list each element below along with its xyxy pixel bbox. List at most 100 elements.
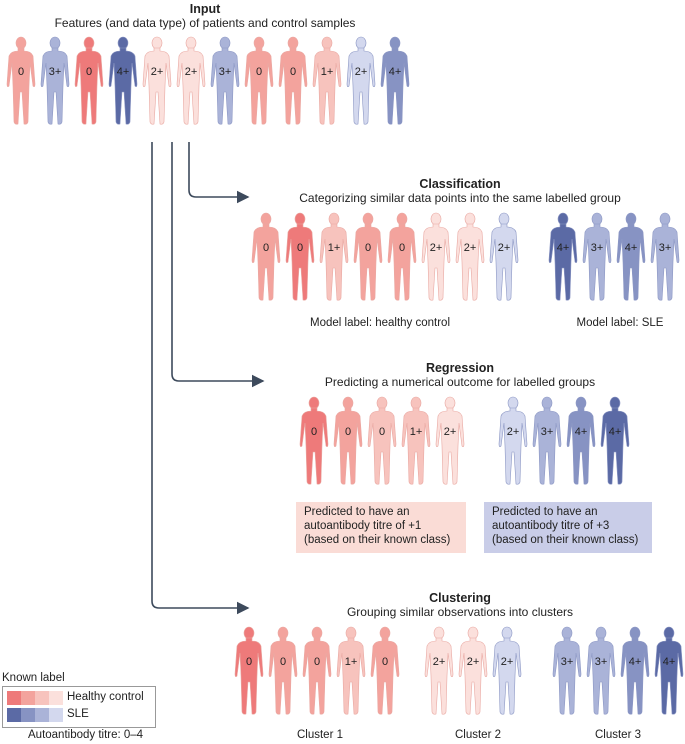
person-figure-icon [6,36,36,125]
input-people-person-3: 0 [74,36,104,126]
titre-label: 0 [310,426,318,438]
person-figure-icon [401,396,431,485]
cluster3-caption: Cluster 3 [594,729,642,741]
arrow-to-classification [188,142,250,204]
titre-label: 2+ [150,66,164,78]
classification-healthy-people-person-2: 0 [285,212,315,302]
titre-label: 2+ [500,656,514,668]
titre-label: 2+ [432,656,446,668]
classification-sle-people-person-1: 4+ [548,212,578,302]
clustering-title: Clustering [429,591,491,605]
input-people-person-8: 0 [244,36,274,126]
titre-label: 3+ [218,66,232,78]
person-figure-icon [319,212,349,301]
titre-label: 0 [245,656,253,668]
classification-sle-people-person-3: 4+ [616,212,646,302]
person-figure-icon [586,626,616,715]
person-figure-icon [278,36,308,125]
person-figure-icon [552,626,582,715]
person-figure-icon [336,626,366,715]
person-figure-icon [353,212,383,301]
regression-sle-box-line-2: autoantibody titre of +3 [492,520,610,532]
clustering-cluster1-people-person-2: 0 [268,626,298,716]
titre-label: 0 [398,242,406,254]
titre-label: 1+ [320,66,334,78]
regression-healthy-people-person-2: 0 [333,396,363,486]
legend-sle-swatch-3 [35,708,49,722]
titre-label: 0 [85,66,93,78]
regression-sle-people-person-1: 2+ [498,396,528,486]
legend-sle-swatch-2 [21,708,35,722]
clustering-subtitle: Grouping similar observations into clust… [346,605,574,619]
titre-label: 2+ [463,242,477,254]
person-figure-icon [299,396,329,485]
input-people-person-1: 0 [6,36,36,126]
person-figure-icon [176,36,206,125]
cluster1-caption: Cluster 1 [296,729,344,741]
titre-label: 2+ [506,426,520,438]
person-figure-icon [234,626,264,715]
titre-label: 3+ [540,426,554,438]
titre-label: 0 [344,426,352,438]
titre-label: 4+ [388,66,402,78]
person-figure-icon [367,396,397,485]
person-figure-icon [492,626,522,715]
regression-title: Regression [425,361,495,375]
regression-sle-box-line-1: Predicted to have an [492,506,598,518]
regression-healthy-box-line-1: Predicted to have an [304,506,410,518]
input-people-person-6: 2+ [176,36,206,126]
person-figure-icon [40,36,70,125]
titre-label: 0 [289,66,297,78]
person-figure-icon [616,212,646,301]
titre-label: 4+ [624,242,638,254]
classification-healthy-people-person-8: 2+ [489,212,519,302]
person-figure-icon [566,396,596,485]
cluster2-caption: Cluster 2 [454,729,502,741]
input-title: Input [189,2,221,16]
titre-label: 3+ [560,656,574,668]
person-figure-icon [346,36,376,125]
person-figure-icon [244,36,274,125]
titre-label: 1+ [327,242,341,254]
person-figure-icon [333,396,363,485]
input-people-person-9: 0 [278,36,308,126]
titre-label: 0 [381,656,389,668]
regression-healthy-box: Predicted to have an autoantibody titre … [296,502,466,553]
input-people-person-4: 4+ [108,36,138,126]
clustering-cluster3-people-person-1: 3+ [552,626,582,716]
titre-label: 2+ [354,66,368,78]
person-figure-icon [74,36,104,125]
titre-label: 2+ [466,656,480,668]
titre-label: 3+ [658,242,672,254]
person-figure-icon [312,36,342,125]
person-figure-icon [435,396,465,485]
regression-healthy-people-person-3: 0 [367,396,397,486]
classification-healthy-caption: Model label: healthy control [310,317,450,329]
titre-label: 4+ [608,426,622,438]
regression-healthy-people-person-1: 0 [299,396,329,486]
regression-healthy-people-person-5: 2+ [435,396,465,486]
classification-healthy-people-person-4: 0 [353,212,383,302]
titre-label: 0 [313,656,321,668]
person-figure-icon [142,36,172,125]
person-figure-icon [210,36,240,125]
regression-healthy-box-line-3: (based on their known class) [304,534,451,546]
person-figure-icon [654,626,684,715]
regression-healthy-people-person-4: 1+ [401,396,431,486]
legend-healthy-swatch-1 [7,691,21,705]
arrow-to-regression [171,142,265,388]
person-figure-icon [489,212,519,301]
regression-healthy-box-line-2: autoantibody titre of +1 [304,520,422,532]
titre-label: 2+ [429,242,443,254]
titre-label: 4+ [116,66,130,78]
titre-label: 0 [279,656,287,668]
classification-sle-people-person-2: 3+ [582,212,612,302]
legend-titre-label: Autoantibody titre: 0–4 [28,729,144,741]
legend-healthy-label: Healthy control [67,691,144,703]
legend-sle-swatch-1 [7,708,21,722]
classification-healthy-people-person-7: 2+ [455,212,485,302]
person-figure-icon [285,212,315,301]
clustering-cluster1-people-person-5: 0 [370,626,400,716]
input-people-person-10: 1+ [312,36,342,126]
person-figure-icon [600,396,630,485]
